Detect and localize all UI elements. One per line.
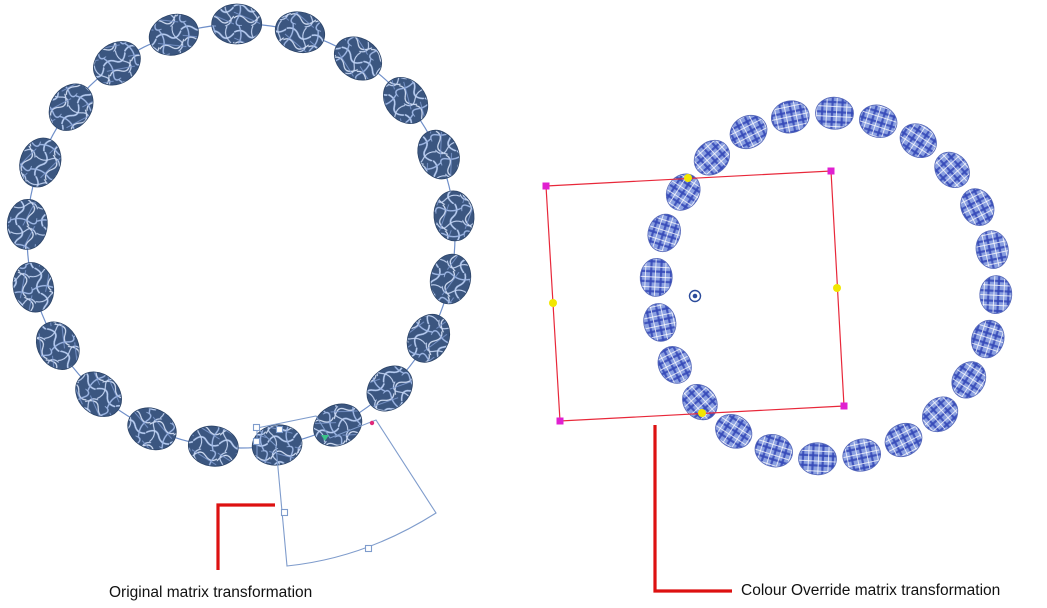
bead	[48, 83, 94, 131]
side-handle	[684, 174, 692, 182]
pivot-icon	[688, 289, 702, 303]
bead	[693, 139, 731, 176]
bead	[417, 129, 460, 180]
corner-handle	[827, 167, 835, 175]
bead	[429, 253, 472, 305]
bead	[771, 100, 810, 134]
bead	[333, 36, 383, 81]
side-handle	[549, 299, 557, 307]
gizmo-pivot-marker	[321, 435, 329, 441]
original-callout-line	[216, 503, 275, 570]
bead	[639, 258, 673, 297]
bead	[6, 199, 48, 250]
bead	[960, 188, 995, 226]
corner-handle	[542, 182, 550, 190]
bead	[979, 275, 1013, 314]
override-bounding-box	[542, 167, 848, 425]
bead	[187, 425, 239, 467]
bead	[921, 396, 959, 433]
bead	[211, 3, 263, 45]
original-transform-gizmo	[252, 415, 437, 567]
bead	[842, 438, 881, 472]
bead	[798, 442, 837, 476]
bead	[754, 433, 793, 468]
bead	[682, 383, 718, 421]
bead	[127, 407, 177, 451]
bead	[75, 371, 122, 418]
bead	[406, 313, 451, 363]
bead	[643, 303, 677, 342]
bead	[366, 365, 413, 412]
bead	[274, 11, 326, 54]
corner-handle	[556, 417, 564, 425]
bead	[433, 190, 475, 242]
corner-handle	[840, 402, 848, 410]
bead	[12, 262, 55, 313]
override-matrix-caption: Colour Override matrix transformation	[741, 582, 1001, 599]
bead	[93, 41, 141, 86]
original-matrix-caption: Original matrix transformation	[109, 584, 313, 601]
bead	[729, 114, 768, 150]
bead	[19, 137, 62, 188]
gizmo-handle	[252, 437, 261, 446]
gizmo-handle	[364, 544, 373, 553]
bead	[934, 151, 970, 189]
gizmo-handle	[275, 425, 284, 434]
bead	[951, 361, 987, 399]
bead	[647, 213, 681, 253]
bead	[35, 321, 80, 370]
bead	[899, 123, 937, 159]
bead	[815, 96, 854, 130]
bead	[657, 346, 692, 384]
bead	[383, 77, 429, 124]
bead	[859, 104, 898, 139]
side-handle	[833, 284, 841, 292]
override-bead-ring	[639, 96, 1013, 476]
bead	[148, 13, 199, 56]
gizmo-point-marker	[369, 420, 375, 426]
bead	[884, 422, 923, 458]
original-bead-ring	[6, 3, 475, 467]
callout-lines	[216, 425, 732, 593]
bead	[971, 319, 1005, 359]
override-callout-line	[653, 425, 732, 593]
bead	[715, 413, 753, 449]
bead	[313, 403, 363, 447]
gizmo-handle	[252, 423, 261, 432]
bead	[975, 230, 1009, 269]
bead	[665, 173, 701, 211]
gizmo-outline	[255, 415, 437, 567]
gizmo-handle	[280, 508, 289, 517]
side-handle	[698, 409, 706, 417]
